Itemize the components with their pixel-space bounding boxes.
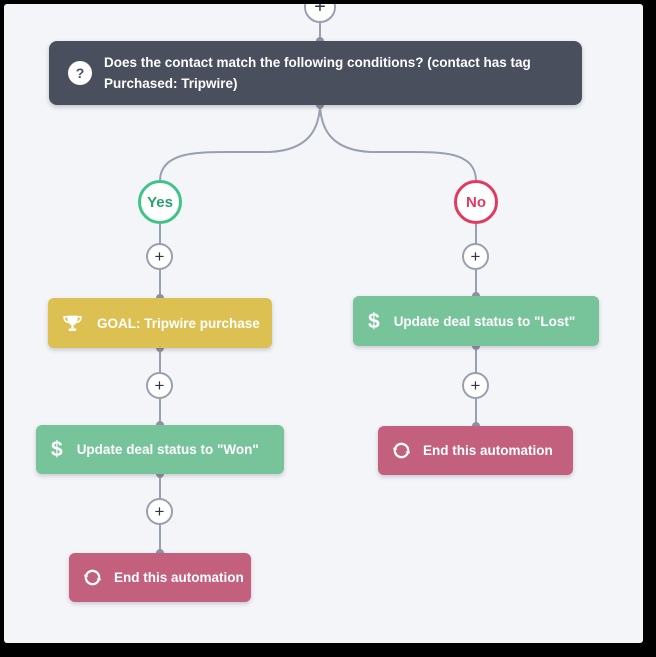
end-automation-label-left: End this automation (114, 570, 244, 585)
add-step-button-no-1[interactable]: + (462, 243, 489, 270)
question-icon: ? (68, 61, 92, 85)
update-deal-lost-label: Update deal status to "Lost" (393, 313, 576, 329)
goal-node[interactable]: GOAL: Tripwire purchase (48, 298, 272, 348)
dollar-icon: $ (368, 311, 380, 332)
add-step-button-no-2[interactable]: + (462, 372, 489, 399)
question-glyph: ? (75, 65, 85, 81)
automation-canvas: + ? Does the contact match the following… (4, 4, 643, 643)
add-step-button-yes-3[interactable]: + (146, 498, 173, 525)
update-deal-lost-node[interactable]: $ Update deal status to "Lost" (353, 296, 599, 346)
end-automation-label-right: End this automation (423, 443, 553, 458)
add-step-button-yes-2[interactable]: + (146, 372, 173, 399)
branch-no-badge[interactable]: No (454, 180, 498, 224)
plus-icon: + (470, 376, 481, 395)
plus-icon: + (470, 247, 481, 266)
goal-node-label: GOAL: Tripwire purchase (97, 315, 260, 331)
end-automation-icon (83, 568, 102, 587)
dollar-glyph: $ (51, 438, 63, 461)
condition-node[interactable]: ? Does the contact match the following c… (49, 41, 582, 105)
branch-yes-badge[interactable]: Yes (138, 180, 182, 224)
plus-icon: + (154, 376, 165, 395)
dollar-icon: $ (51, 439, 63, 460)
plus-icon: + (314, 4, 326, 18)
condition-text: Does the contact match the following con… (104, 55, 531, 91)
add-step-button-yes-1[interactable]: + (146, 243, 173, 270)
plus-icon: + (154, 247, 165, 266)
plus-icon: + (154, 502, 165, 521)
branch-yes-label: Yes (147, 193, 173, 211)
update-deal-won-label: Update deal status to "Won" (76, 442, 259, 457)
trophy-icon (62, 314, 83, 333)
end-automation-node-left[interactable]: End this automation (69, 553, 251, 602)
end-automation-icon (392, 441, 411, 460)
end-automation-node-right[interactable]: End this automation (378, 426, 573, 475)
update-deal-won-node[interactable]: $ Update deal status to "Won" (36, 425, 284, 474)
dollar-glyph: $ (368, 309, 380, 333)
branch-no-label: No (466, 193, 486, 211)
